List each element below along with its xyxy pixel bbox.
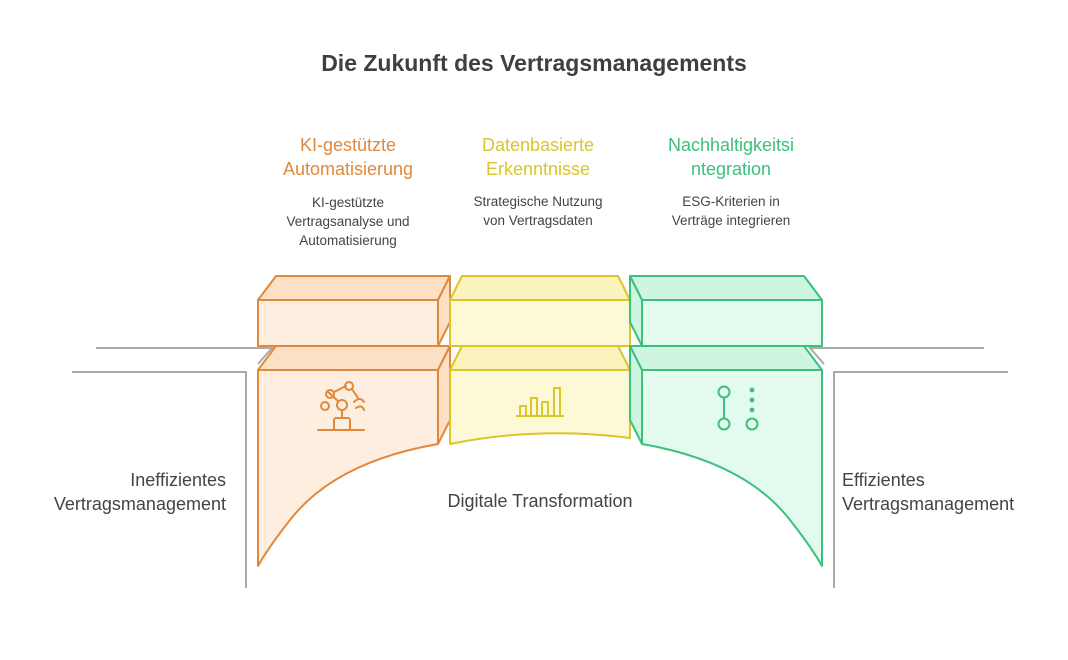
left-label: Ineffizientes Vertragsmanagement	[53, 470, 226, 514]
pillar-ki-title-line1: KI-gestützte	[299, 135, 397, 155]
pillar-esg-desc-line2: Verträge integrieren	[671, 213, 791, 228]
pillar-data-description: Strategische Nutzung von Vertragsdaten	[448, 192, 628, 230]
pillar-ki-desc-line1: KI-gestützte	[311, 195, 385, 210]
pillar-esg-title: Nachhaltigkeitsi ntegration	[636, 133, 826, 181]
pillar-esg-title-line1: Nachhaltigkeitsi	[667, 135, 795, 155]
connection-nodes-icon	[717, 385, 759, 431]
pillar-data-title-line2: Erkenntnisse	[485, 159, 591, 179]
pillar-ki-title-line2: Automatisierung	[282, 159, 414, 179]
center-label: Digitale Transformation	[447, 491, 633, 511]
right-label: Effizientes Vertragsmanagement	[842, 470, 1015, 514]
pillar-data-desc-line2: von Vertragsdaten	[483, 213, 593, 228]
pillar-ki-block	[257, 275, 451, 567]
ground-lines	[72, 347, 1008, 588]
pillar-esg-block	[629, 275, 823, 567]
pillar-esg-title-line2: ntegration	[690, 159, 772, 179]
pillar-data-title: Datenbasierte Erkenntnisse	[443, 133, 633, 181]
pillar-ki-description: KI-gestützte Vertragsanalyse und Automat…	[258, 193, 438, 250]
pillar-ki-desc-line2: Vertragsanalyse und	[286, 214, 410, 229]
pillar-data-block	[449, 275, 631, 445]
diagram-title: Die Zukunft des Vertragsmanagements	[321, 50, 747, 76]
pillar-ki-desc-line3: Automatisierung	[299, 233, 397, 248]
pillar-ki-title: KI-gestützte Automatisierung	[253, 133, 443, 181]
pillar-data-desc-line1: Strategische Nutzung	[473, 194, 603, 209]
robot-arm-icon	[317, 381, 365, 431]
pillar-esg-desc-line1: ESG-Kriterien in	[682, 194, 780, 209]
bar-chart-icon	[516, 387, 564, 417]
pillar-data-title-line1: Datenbasierte	[481, 135, 595, 155]
pillar-esg-description: ESG-Kriterien in Verträge integrieren	[641, 192, 821, 230]
